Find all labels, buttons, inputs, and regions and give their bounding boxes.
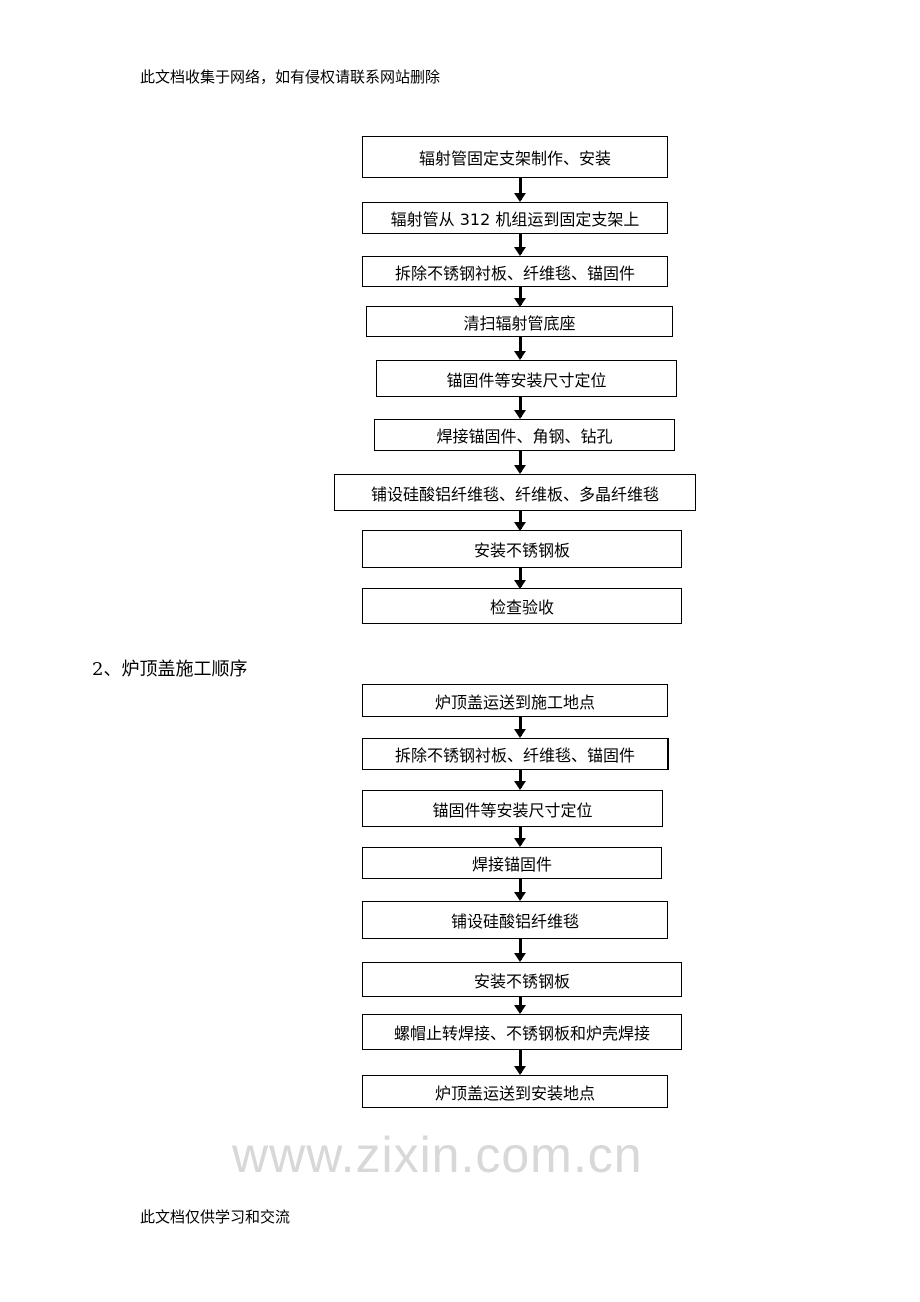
arrow-down-icon [514,451,526,474]
arrow-down-icon [514,827,526,847]
arrow-down-icon [514,568,526,589]
arrow-down-icon [514,511,526,531]
watermark: www.zixin.com.cn [232,1127,643,1183]
flow1-step-9: 检查验收 [362,588,682,624]
section-title: 2、炉顶盖施工顺序 [92,659,248,680]
header-note: 此文档收集于网络，如有侵权请联系网站删除 [140,68,441,86]
flow1-step-7: 铺设硅酸铝纤维毯、纤维板、多晶纤维毯 [334,474,696,511]
arrow-down-icon [514,234,526,256]
flow2-step-1: 炉顶盖运送到施工地点 [362,684,668,717]
flow1-step-2: 辐射管从 312 机组运到固定支架上 [362,202,668,234]
flow2-step-4: 焊接锚固件 [362,847,662,879]
arrow-down-icon [514,997,526,1014]
flow1-step-3: 拆除不锈钢衬板、纤维毯、锚固件 [362,256,668,287]
arrow-down-icon [514,287,526,307]
flow1-step-8: 安装不锈钢板 [362,530,682,568]
flow1-step-6: 焊接锚固件、角钢、钻孔 [374,419,675,451]
flow2-step-3: 锚固件等安装尺寸定位 [362,790,663,827]
arrow-down-icon [514,717,526,738]
flow2-step-6: 安装不锈钢板 [362,962,682,997]
flow1-step-4: 清扫辐射管底座 [366,306,673,337]
arrow-down-icon [514,178,526,202]
flow1-step-5: 锚固件等安装尺寸定位 [376,360,677,397]
flow2-step-8: 炉顶盖运送到安装地点 [362,1075,668,1108]
footer-note: 此文档仅供学习和交流 [140,1208,291,1226]
arrow-down-icon [514,770,526,790]
arrow-down-icon [514,397,526,419]
flow2-step-5: 铺设硅酸铝纤维毯 [362,901,668,939]
arrow-down-icon [514,939,526,962]
arrow-down-icon [514,1050,526,1075]
arrow-down-icon [514,337,526,360]
flow2-step-7: 螺帽止转焊接、不锈钢板和炉壳焊接 [362,1014,682,1050]
arrow-down-icon [514,879,526,901]
flow1-step-1: 辐射管固定支架制作、安装 [362,136,668,178]
flow2-step-2: 拆除不锈钢衬板、纤维毯、锚固件 [362,738,669,770]
